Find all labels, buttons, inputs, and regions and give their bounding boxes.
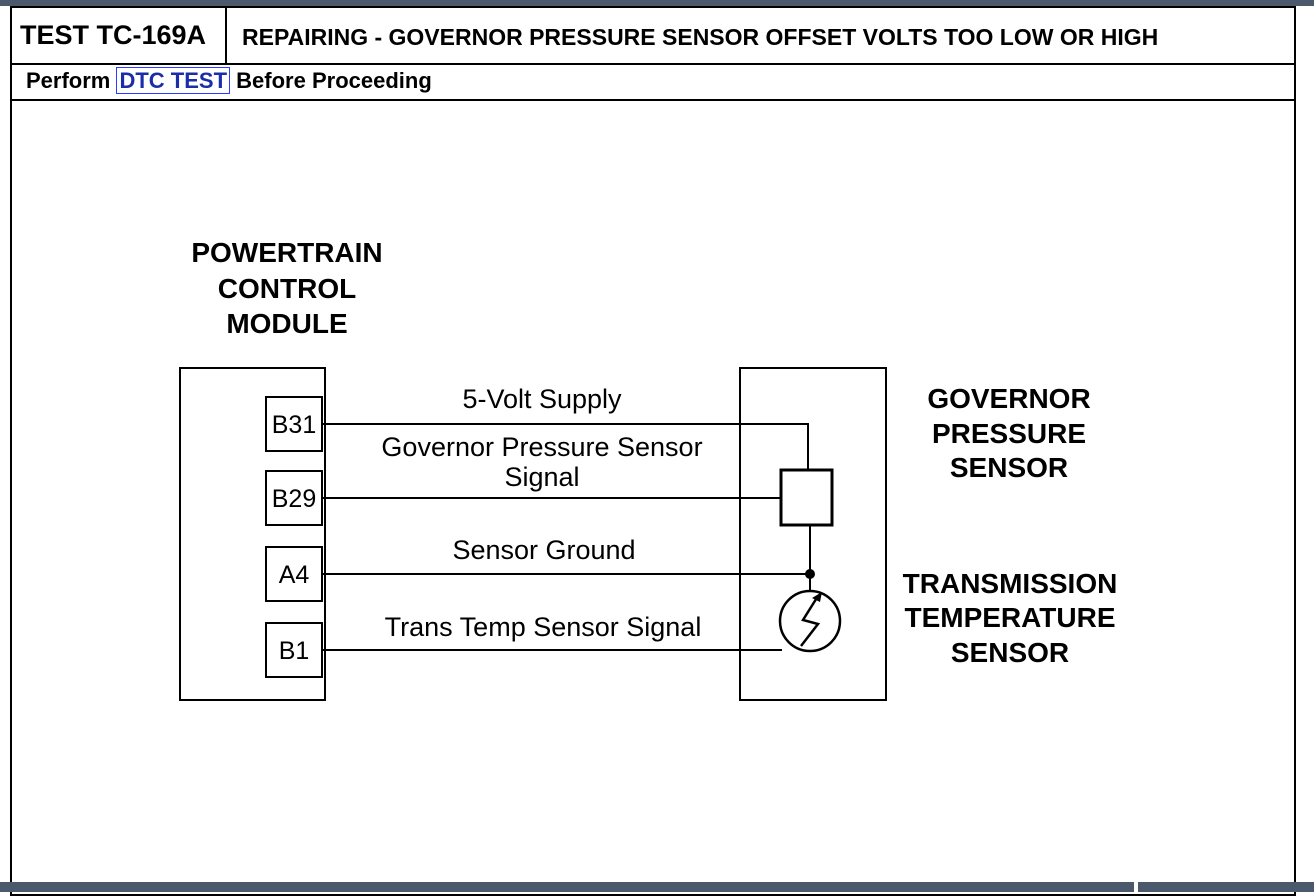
label-gps-signal-line2: Signal [504,462,579,492]
dtc-test-link[interactable]: DTC TEST [116,67,231,94]
pin-b29-label: B29 [272,485,316,513]
wire-5v-supply [322,423,809,470]
sensor-housing-box [739,367,887,701]
right-margin [1276,101,1294,891]
test-title: REPAIRING - GOVERNOR PRESSURE SENSOR OFF… [242,24,1159,50]
pin-a4-box [265,546,323,602]
pin-a4-label: A4 [279,561,310,589]
test-id: TEST TC-169A [12,8,227,63]
gov-sensor-label-line1: GOVERNOR [927,383,1090,414]
pcm-title-line1: POWERTRAIN [191,237,382,268]
trans-sensor-label-line2: TEMPERATURE [904,602,1115,633]
trans-sensor-label-line3: SENSOR [951,637,1069,668]
pin-b31-box [265,396,323,452]
label-temp-signal: Trans Temp Sensor Signal [385,612,702,642]
window-top-bar [0,0,1314,6]
gov-sensor-label-line2: PRESSURE [932,418,1086,449]
instruction-row: Perform DTC TEST Before Proceeding [12,63,1294,101]
pin-b31-label: B31 [272,411,316,439]
label-5v-supply: 5-Volt Supply [462,384,622,414]
pcm-box [179,367,326,701]
thermistor-symbol-icon [778,589,842,653]
label-gps-signal-line1: Governor Pressure Sensor [381,432,702,462]
header-row: TEST TC-169A REPAIRING - GOVERNOR PRESSU… [12,8,1294,65]
test-page: TEST TC-169A REPAIRING - GOVERNOR PRESSU… [10,6,1296,896]
pin-b29-box [265,470,323,526]
pin-b1-label: B1 [279,637,310,665]
square-sensor-symbol-icon [779,468,834,527]
trans-sensor-label-line1: TRANSMISSION [903,568,1118,599]
window-bottom-bar [0,882,1314,892]
status-divider [1134,882,1138,892]
label-sensor-ground: Sensor Ground [452,535,635,565]
pcm-title-line3: MODULE [226,308,347,339]
instruction-suffix: Before Proceeding [236,68,432,93]
gov-sensor-label-line3: SENSOR [950,452,1068,483]
instruction-prefix: Perform [26,68,111,93]
pcm-title-line2: CONTROL [218,273,356,304]
pin-b1-box [265,622,323,678]
